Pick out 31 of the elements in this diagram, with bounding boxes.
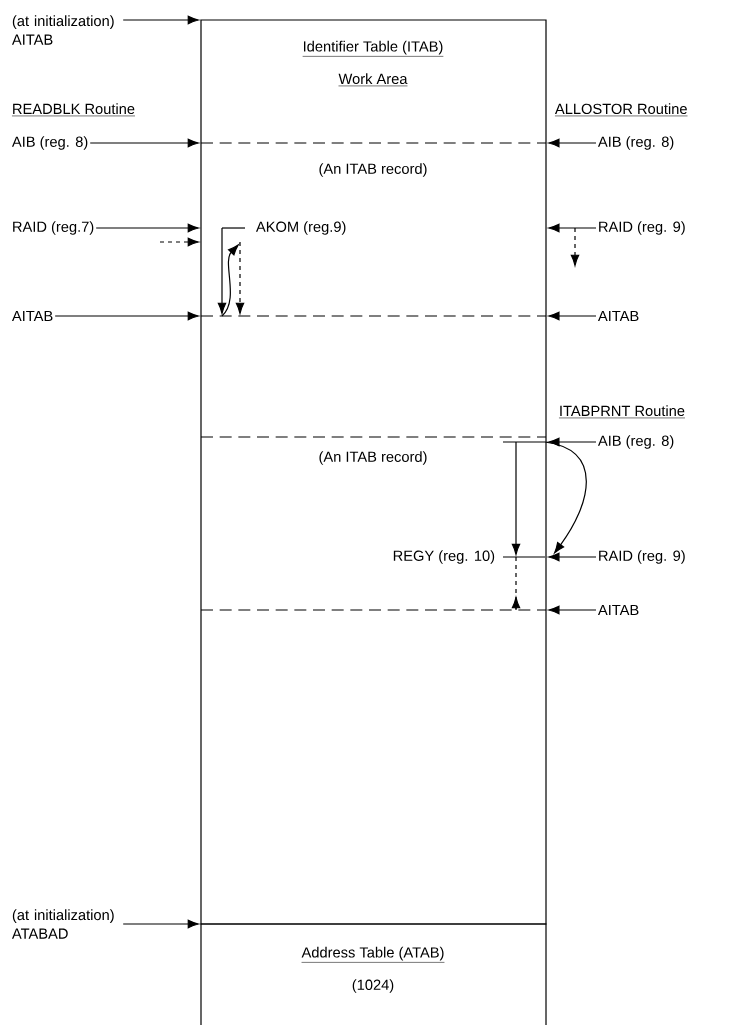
routine-heading: READBLK Routine [11,103,136,117]
pointer-arrow [122,15,199,25]
pointer-label: AIB (reg. 8) [597,435,674,449]
pointer-label: AIB (reg. 8) [597,136,674,150]
register-label: REGY (reg. 10) [393,550,495,564]
pointer-arrow [95,223,199,233]
pointer-label: RAID (reg.7) [13,221,94,235]
record-label: (An ITAB record) [319,451,427,465]
pointer-arrow [548,605,597,615]
pointer-arrow [548,138,597,148]
pointer-label: AITAB [597,310,639,322]
memory-area-box: Address Table (ATAB) (1024) [200,923,547,1025]
pointer-arrow [54,311,199,321]
pointer-label: AITAB [11,310,53,322]
pointer-label: AIB (reg. 8) [11,136,88,150]
pointer-arrow [122,919,199,929]
routine-heading: ITABPRNT Routine [558,405,686,419]
pointer-label: AITAB [597,605,639,616]
pointer-arrow [548,311,597,321]
pointer-label: RAID (reg. 9) [599,221,685,235]
pointer-arrow [548,437,597,447]
record-label: (An ITAB record) [319,163,427,177]
pointer-arrow [89,138,199,148]
pointer-label: (at initialization) AITAB [11,15,114,45]
routine-heading: ALLOSTOR Routine [554,103,688,117]
pointer-label: (at initialization) ATABAD [11,909,114,939]
register-label: AKOM (reg.9) [255,221,346,235]
pointer-arrow [548,223,597,233]
pointer-label: RAID (reg. 9) [599,550,685,564]
pointer-arrow [159,237,199,247]
pointer-arrow [548,552,597,562]
